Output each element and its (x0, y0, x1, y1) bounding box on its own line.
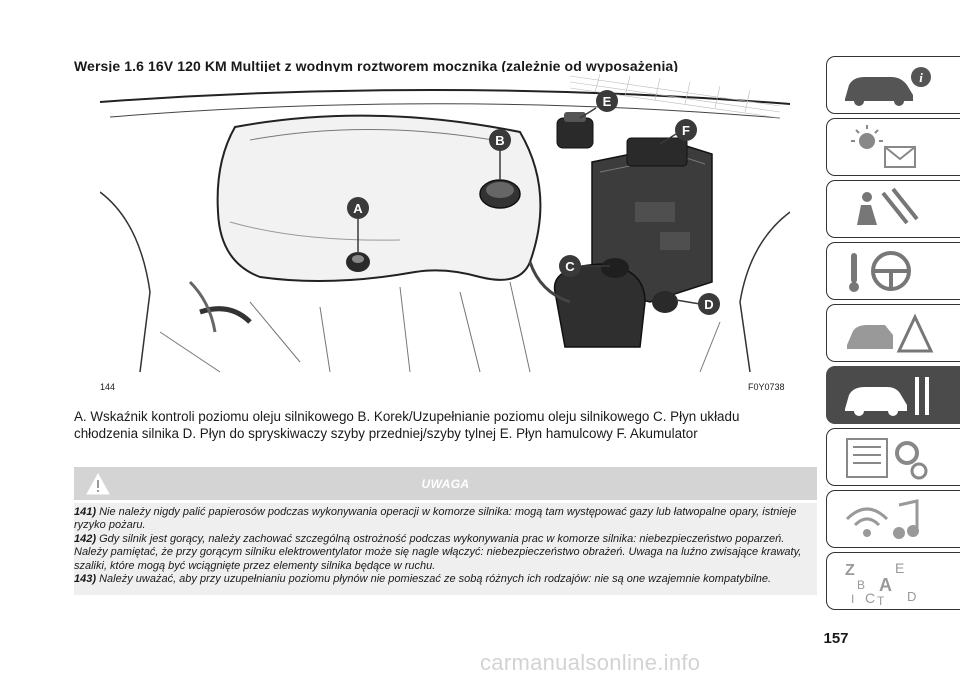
page-title: Wersje 1.6 16V 120 KM Multijet z wodnym … (74, 58, 679, 74)
tab-multimedia[interactable] (826, 490, 960, 548)
index-letter: Z (845, 562, 855, 579)
index-letter: B (857, 578, 865, 592)
callout-a-label: A (353, 201, 363, 216)
maintenance-icon (845, 377, 929, 416)
warning-lights-icon (851, 125, 916, 168)
callout-b: B (489, 129, 511, 180)
index-letter: C (865, 590, 875, 606)
watermark: carmanualsonline.info (480, 650, 701, 675)
figure-code: F0Y0738 (748, 382, 785, 392)
warning-item: 141) Nie należy nigdy palić papierosów p… (74, 506, 817, 533)
multimedia-icon (845, 499, 919, 539)
steering-start-icon (849, 251, 911, 292)
warning-item: 142) Gdy silnik jest gorący, należy zach… (74, 533, 817, 573)
callout-e-label: E (603, 94, 612, 109)
tab-specifications[interactable] (826, 428, 960, 486)
index-letter: A (879, 575, 892, 595)
warning-title: UWAGA (421, 477, 470, 491)
warning-header: UWAGA (74, 467, 817, 500)
index-letter: I (851, 592, 854, 606)
safety-airbag-icon (857, 187, 919, 225)
warning-item-number: 142) (74, 532, 97, 545)
figure-number: 144 (100, 382, 116, 392)
specs-icon (846, 438, 928, 480)
callout-d: D (675, 293, 720, 315)
callout-c-label: C (565, 259, 575, 274)
tab-maintenance[interactable] (826, 366, 960, 424)
callout-b-label: B (495, 133, 504, 148)
index-icon: Z E B A I C T D (845, 560, 916, 607)
warning-item-text: Nie należy nigdy palić papierosów podcza… (74, 506, 797, 532)
callout-f-label: F (682, 123, 690, 138)
warning-triangle-icon (86, 473, 110, 495)
tab-car-info[interactable]: i (826, 56, 960, 114)
tab-starting-driving[interactable] (826, 242, 960, 300)
index-letter: T (877, 594, 885, 607)
tab-index[interactable]: Z E B A I C T D (826, 552, 960, 610)
page-number: 157 (823, 630, 849, 647)
callout-d-label: D (704, 297, 713, 312)
callout-f: F (659, 119, 697, 145)
warning-text: 141) Nie należy nigdy palić papierosów p… (74, 506, 817, 586)
emergency-icon (847, 313, 934, 353)
warning-body (74, 503, 817, 595)
tab-safety[interactable] (826, 180, 960, 238)
warning-item-number: 143) (74, 573, 97, 586)
warning-item: 143) Należy uważać, aby przy uzupełniani… (74, 573, 817, 586)
engine-bay-illustration: A B C D E F (100, 72, 790, 394)
tab-warning-lights[interactable] (826, 118, 960, 176)
callout-c: C (559, 255, 610, 277)
figure-caption: A. Wskaźnik kontroli poziomu oleju silni… (74, 409, 740, 441)
warning-item-text: Należy uważać, aby przy uzupełnianiu poz… (99, 573, 772, 586)
callout-e: E (579, 90, 618, 119)
tab-emergency[interactable] (826, 304, 960, 362)
svg-text:i: i (919, 70, 923, 85)
index-letter: D (907, 589, 916, 604)
warning-item-number: 141) (74, 506, 97, 518)
car-info-icon: i (845, 67, 931, 106)
warning-item-text: Gdy silnik jest gorący, należy zachować … (74, 532, 802, 572)
callout-a: A (347, 197, 369, 254)
index-letter: E (895, 560, 904, 576)
